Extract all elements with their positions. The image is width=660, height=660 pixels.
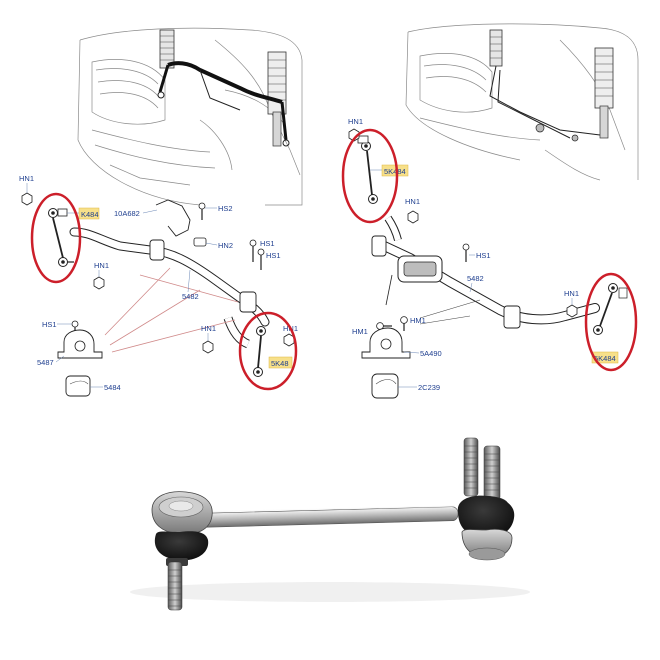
link-joint-left (151, 491, 213, 611)
callout-ring-left-bottom (238, 311, 298, 391)
left-bolt-hs1-a (249, 239, 257, 262)
left-drop-link-right (253, 326, 266, 377)
link-joint-right (457, 437, 515, 561)
label-left-hs1-a: HS1 (260, 239, 275, 248)
highlight-right-5k484-bottom (591, 351, 619, 364)
label-right-hn1-mid: HN1 (405, 197, 420, 206)
label-left-5482: 5482 (182, 292, 199, 301)
callout-ring-right-bottom (584, 272, 638, 372)
callout-ring-left-top (30, 192, 82, 284)
left-exploded-view (21, 192, 295, 397)
label-right-hm1-right: HM1 (410, 316, 426, 325)
right-bushing-2c239 (371, 373, 399, 399)
left-bushing-5484 (65, 375, 91, 397)
right-nut-top (348, 128, 360, 142)
label-left-5484: 5484 (104, 383, 121, 392)
stabilizer-link-photo (130, 437, 530, 611)
label-right-hn1-top: HN1 (348, 117, 363, 126)
label-left-hs1-left: HS1 (42, 320, 57, 329)
label-left-hn1-top: HN1 (19, 174, 34, 183)
highlight-left-k484 (78, 207, 100, 220)
callout-rings (30, 128, 638, 391)
label-left-10a682: 10A682 (114, 209, 140, 218)
left-clamp-5487 (57, 329, 103, 359)
label-right-hm1-left: HM1 (352, 327, 368, 336)
label-left-5k48: 5K48 (271, 359, 289, 368)
label-left-hn1-low: HN1 (201, 324, 216, 333)
left-strut-assembly (157, 29, 290, 147)
label-right-5k484-bottom: 5K484 (594, 354, 616, 363)
left-nut-low (202, 340, 214, 354)
label-right-hs1: HS1 (476, 251, 491, 260)
left-bracket-10a682 (155, 199, 191, 237)
right-nut-hn1-right (566, 304, 578, 318)
label-right-hn1-right: HN1 (564, 289, 579, 298)
left-labels: HN1 K484 10A682 HS2 HN2 HS1 HS1 HN1 5482… (19, 174, 298, 392)
right-car-sketch (405, 23, 639, 181)
right-bolt-hs1 (462, 243, 470, 262)
right-bolt-hm1-left (376, 322, 392, 330)
label-right-5482: 5482 (467, 274, 484, 283)
label-left-5487: 5487 (37, 358, 54, 367)
left-bolt-hn2 (193, 237, 207, 247)
right-bolt-hm1-right (400, 316, 408, 331)
highlight-left-5k48 (268, 356, 293, 369)
right-nut-mid (407, 210, 419, 224)
link-rod (195, 505, 459, 528)
left-drop-link-left (48, 208, 74, 267)
label-right-2c239: 2C239 (418, 383, 440, 392)
right-drop-link-top (357, 135, 378, 204)
left-bolt-hs2 (198, 202, 206, 220)
left-nut-mid (93, 276, 105, 290)
label-right-5a490: 5A490 (420, 349, 442, 358)
left-stabilizer-bar (69, 227, 270, 349)
label-right-5k484-top: 5K484 (384, 167, 406, 176)
left-bolt-hs1-b (257, 248, 265, 270)
right-strut-assembly (489, 29, 614, 142)
label-left-hs2: HS2 (218, 204, 233, 213)
right-labels: HN1 5K484 HN1 HS1 5482 HN1 HM1 HM1 5A490… (348, 117, 619, 392)
right-clamp-5a490 (361, 327, 411, 359)
highlight-right-5k484-top (381, 164, 409, 177)
left-nut-top (21, 192, 33, 206)
right-drop-link-bottom (593, 283, 628, 335)
label-left-k484: K484 (81, 210, 99, 219)
label-left-hs1-b: HS1 (266, 251, 281, 260)
left-nut-right (283, 333, 295, 347)
right-stabilizer-bar (371, 215, 600, 329)
label-left-hn1-mid: HN1 (94, 261, 109, 270)
label-left-hn2: HN2 (218, 241, 233, 250)
callout-ring-right-top (341, 128, 399, 224)
right-exploded-view (348, 128, 628, 399)
